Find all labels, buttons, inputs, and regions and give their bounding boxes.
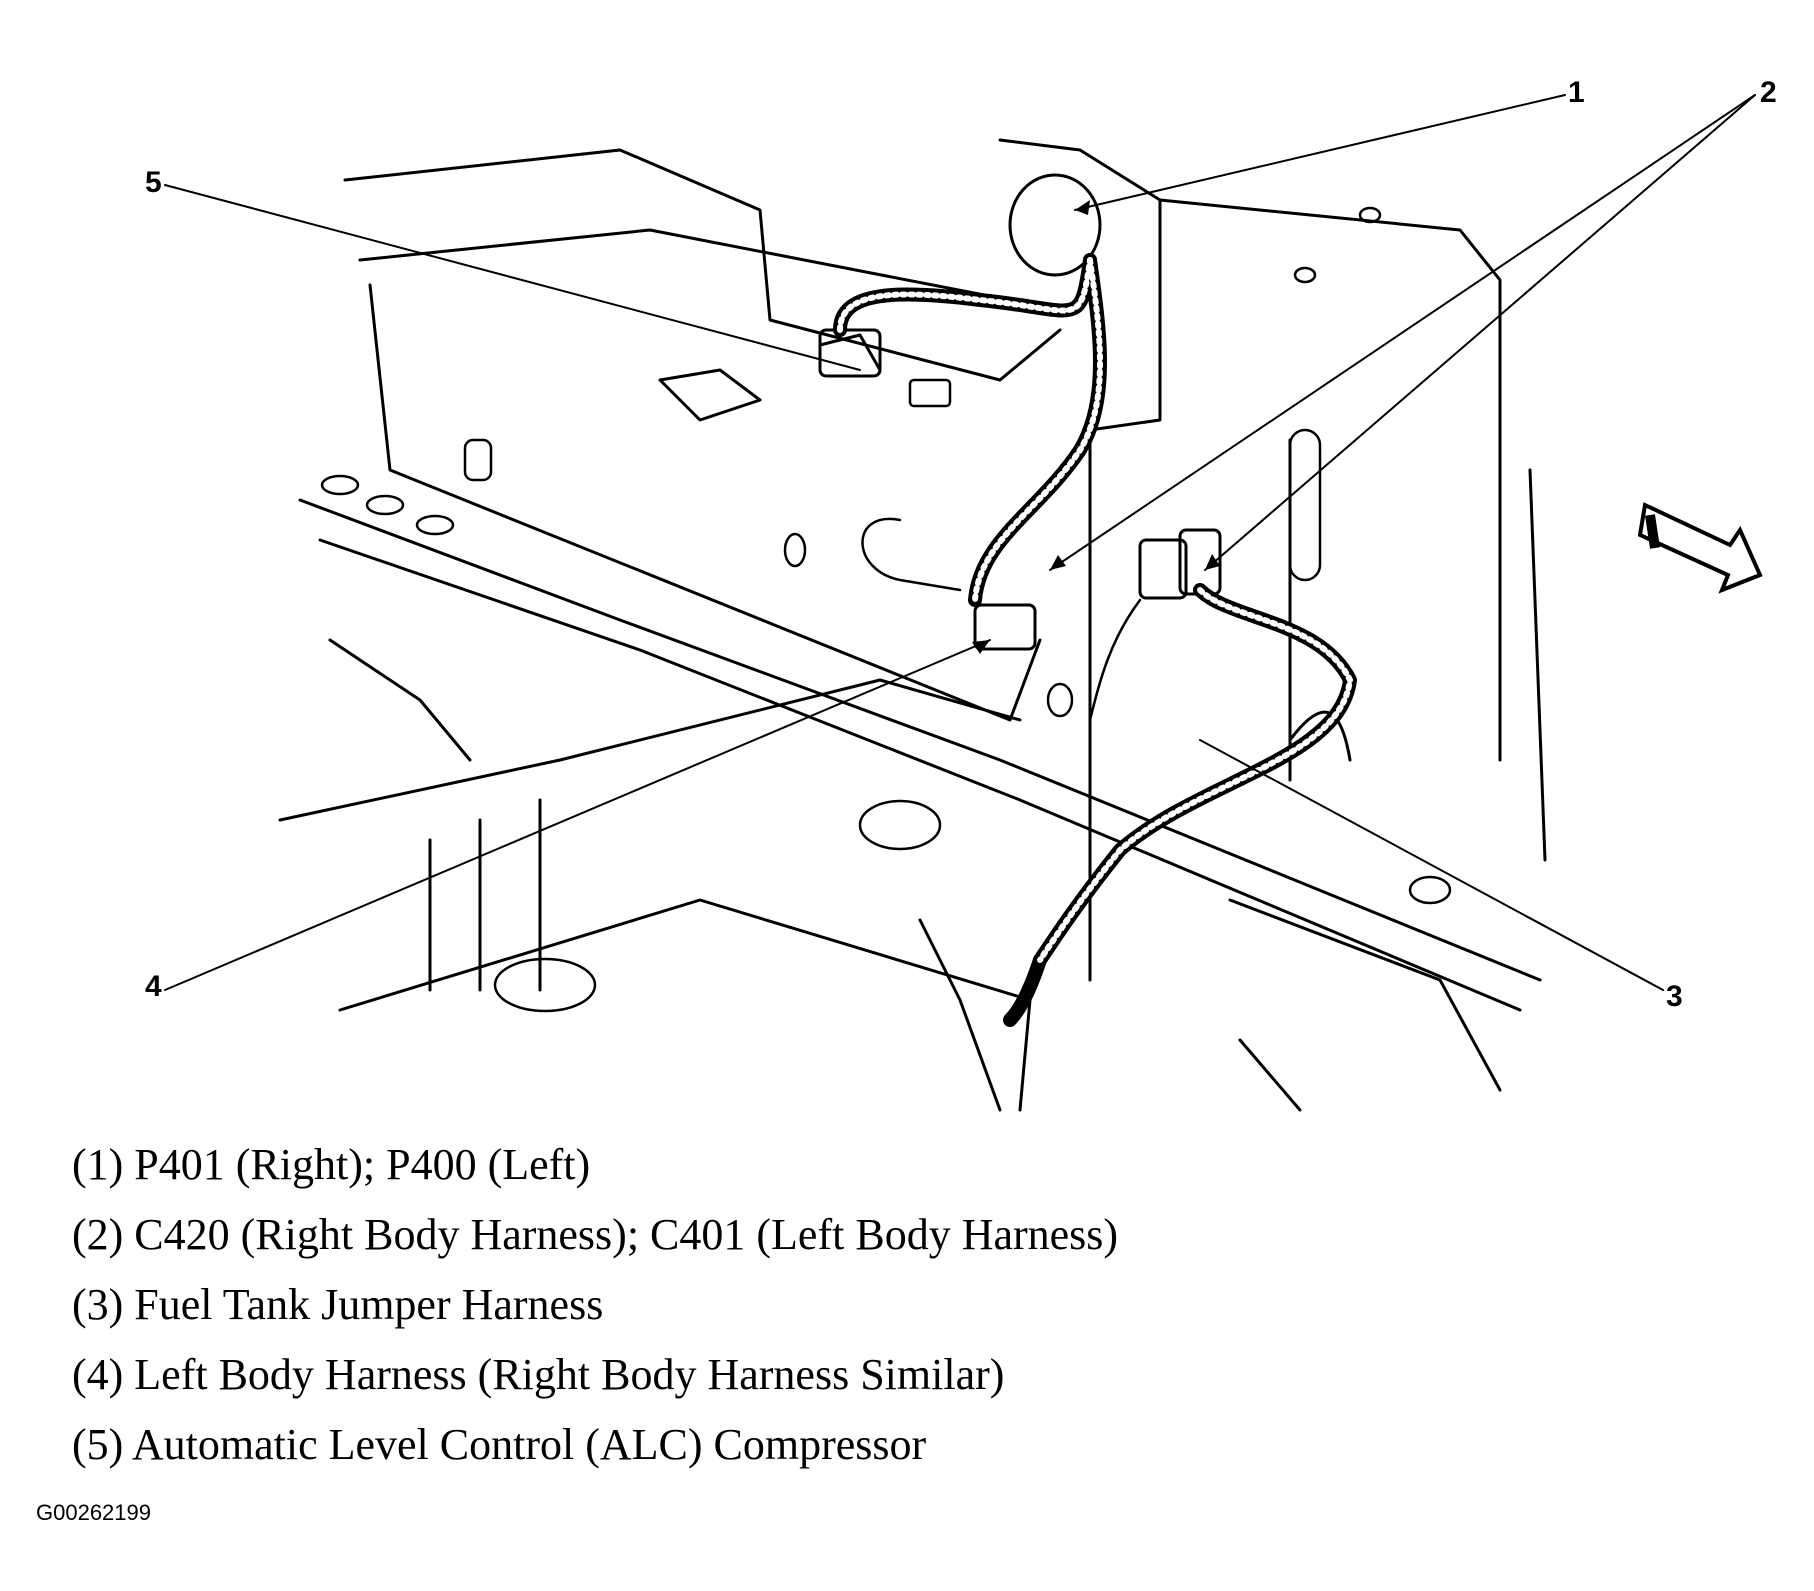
callout-number: 3 (1666, 980, 1683, 1013)
legend-item: (1) P401 (Right); P400 (Left) (72, 1140, 591, 1189)
callout-number: 1 (1568, 76, 1585, 109)
direction-arrow-icon (1637, 502, 1763, 594)
callout-number: 2 (1760, 76, 1777, 109)
leader-arrowheads (972, 200, 1220, 654)
legend-item: (2) C420 (Right Body Harness); C401 (Lef… (72, 1210, 1119, 1259)
body-panel-lines (278, 138, 1547, 1112)
vehicle-harness-illustration (164, 94, 1763, 1112)
legend-list: (1) P401 (Right); P400 (Left) (2) C420 (… (72, 1130, 1572, 1480)
callout-number: 5 (145, 166, 162, 199)
callout-leaders (164, 94, 1756, 991)
jumper-wire (861, 517, 1142, 722)
panel-holes (320, 206, 1452, 1013)
figure-id: G00262199 (36, 1500, 151, 1525)
legend-item: (5) Automatic Level Control (ALC) Compre… (72, 1420, 927, 1469)
legend-item: (3) Fuel Tank Jumper Harness (72, 1280, 604, 1329)
harness-connectors (818, 173, 1222, 651)
wiring-harness-right (1003, 583, 1357, 1027)
callout-number: 4 (145, 970, 162, 1003)
alc-compressor-bracket (658, 333, 882, 422)
wiring-harness-inner (837, 257, 1353, 963)
legend-item: (4) Left Body Harness (Right Body Harnes… (72, 1350, 1005, 1399)
